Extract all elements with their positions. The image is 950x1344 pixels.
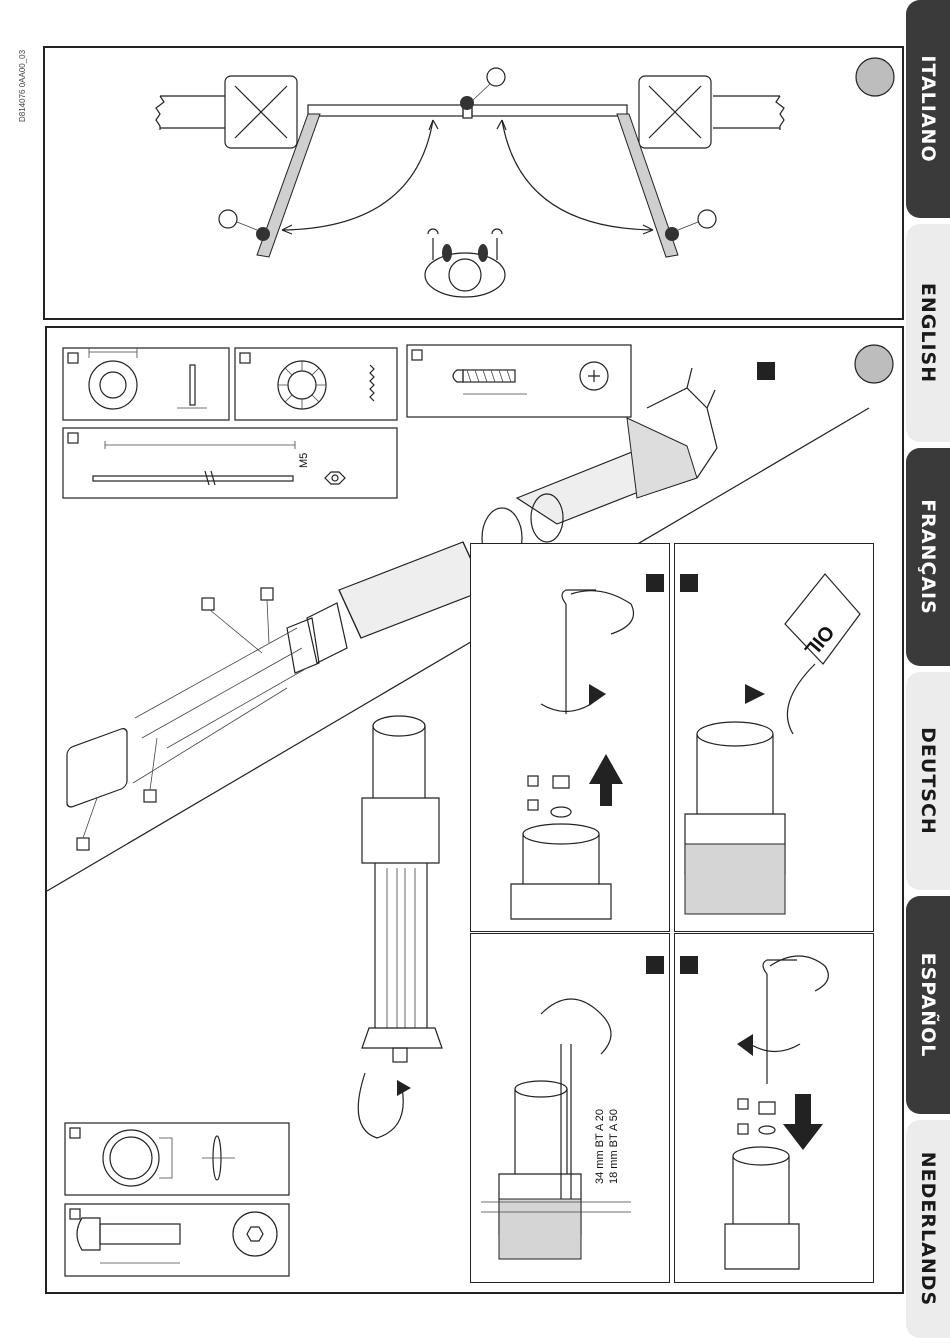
tab-english[interactable]: ENGLISH <box>906 224 950 442</box>
right-wall-icon <box>713 96 784 130</box>
closed-leaf-right <box>472 105 627 116</box>
callout-right <box>698 210 716 228</box>
part-rod-box <box>63 428 397 498</box>
step-marker <box>646 956 664 974</box>
figure-gate-top-view <box>43 46 904 320</box>
left-wall-icon <box>156 96 225 130</box>
step-panel-measure-level: 34 mm BT A 20 18 mm BT A 50 <box>470 933 670 1283</box>
part-hex-screw-box <box>65 1204 289 1276</box>
rotation-arrow-icon <box>358 1073 403 1138</box>
figure-badge-icon <box>855 345 893 383</box>
stroke-label-1: 34 mm BT A 20 <box>594 1109 606 1184</box>
figure-badge-icon <box>856 58 894 96</box>
step-panel-remove-screw <box>470 543 670 932</box>
tab-francais[interactable]: FRANÇAIS <box>906 448 950 666</box>
step-panel-refit-screw <box>674 933 874 1283</box>
tab-label: ESPAÑOL <box>917 953 939 1058</box>
tab-label: ITALIANO <box>917 55 939 162</box>
step-marker <box>757 362 775 380</box>
rod-thread-label: M5 <box>298 453 310 468</box>
gate-top-view-drawing <box>45 48 902 318</box>
callout-left <box>219 210 237 228</box>
tab-label: ENGLISH <box>917 283 939 383</box>
step-marker <box>680 956 698 974</box>
tie-rods <box>133 628 307 783</box>
tab-deutsch[interactable]: DEUTSCH <box>906 672 950 890</box>
stroke-label-2: 18 mm BT A 50 <box>608 1109 620 1184</box>
tab-italiano[interactable]: ITALIANO <box>906 0 950 218</box>
up-arrow-icon <box>589 754 623 806</box>
step-marker <box>680 574 698 592</box>
closed-leaf-left <box>308 105 463 116</box>
callout-center <box>487 68 505 86</box>
step-marker <box>646 574 664 592</box>
part-screw-box <box>407 345 631 417</box>
down-arrow-icon <box>783 1094 823 1150</box>
left-motor-icon <box>256 227 270 241</box>
tab-label: DEUTSCH <box>917 727 939 835</box>
part-washer-box <box>63 348 229 420</box>
actuator-assembled <box>358 716 442 1138</box>
tab-label: FRANÇAIS <box>917 499 939 615</box>
oil-label: OIL <box>800 621 838 661</box>
right-motor-icon <box>665 227 679 241</box>
tab-label: NEDERLANDS <box>917 1152 939 1306</box>
tab-espanol[interactable]: ESPAÑOL <box>906 896 950 1114</box>
document-code: D814076 0AA00_03 <box>18 22 30 122</box>
stop-icon <box>460 96 474 110</box>
step-panel-fill-oil: OIL <box>674 543 874 932</box>
tab-nederlands[interactable]: NEDERLANDS <box>906 1120 950 1338</box>
part-oring-box <box>65 1123 289 1195</box>
end-cap-icon <box>67 727 127 809</box>
tighten-arrow-icon <box>750 1044 800 1052</box>
